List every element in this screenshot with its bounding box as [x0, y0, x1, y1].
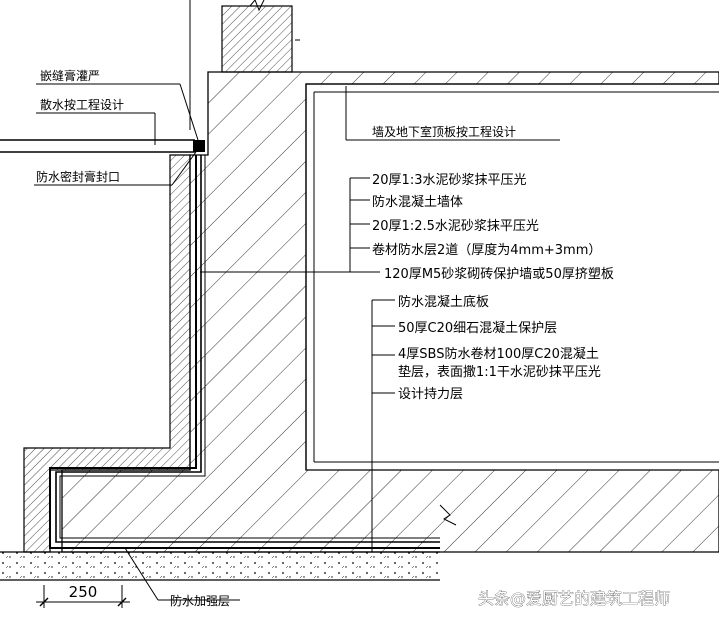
label-joint-sealant: 嵌缝膏灌严: [40, 68, 100, 83]
bottom-leader: [124, 547, 240, 601]
dimension-250: 250: [36, 583, 130, 608]
floor-layer-1: 防水混凝土底板: [398, 294, 489, 310]
wall-layer-1: 20厚1:3水泥砂浆抹平压光: [372, 173, 526, 188]
floor-layer-3: 4厚SBS防水卷材100厚C20混凝土: [398, 346, 599, 362]
ground-strip: [0, 551, 440, 581]
protective-brick-wall: [23, 154, 191, 553]
wall-layer-4: 卷材防水层2道（厚度为4mm+3mm）: [372, 242, 601, 258]
wall-layer-2: 防水混凝土墙体: [372, 194, 463, 210]
roof-slab: [61, 71, 719, 553]
floor-layer-4: 垫层，表面撒1:1干水泥砂抹平压光: [398, 364, 601, 380]
floor-layer-2: 50厚C20细石混凝土保护层: [398, 320, 557, 336]
label-apron: 散水按工程设计: [40, 97, 124, 112]
floor-layer-5: 设计持力层: [398, 387, 463, 402]
watermark: 头条@爱厨艺的建筑工程师: [478, 589, 670, 608]
apron: [0, 139, 205, 153]
floor-layer-leaders: [371, 299, 395, 552]
label-sealant-seal: 防水密封膏封口: [36, 169, 120, 184]
wall-layer-5: 120厚M5砂浆砌砖保护墙或50厚挤塑板: [384, 267, 614, 282]
wall-layer-3: 20厚1:2.5水泥砂浆抹平压光: [372, 219, 539, 234]
top-right-leader: [345, 86, 560, 141]
dimension-value: 250: [69, 583, 98, 601]
label-reinforcement: 防水加强层: [170, 593, 230, 608]
left-leaders: [34, 83, 199, 186]
upper-brick-wall: [189, 0, 300, 130]
label-wall-roof: 墙及地下室顶板按工程设计: [372, 124, 516, 139]
wall-layer-leaders: [200, 177, 380, 273]
